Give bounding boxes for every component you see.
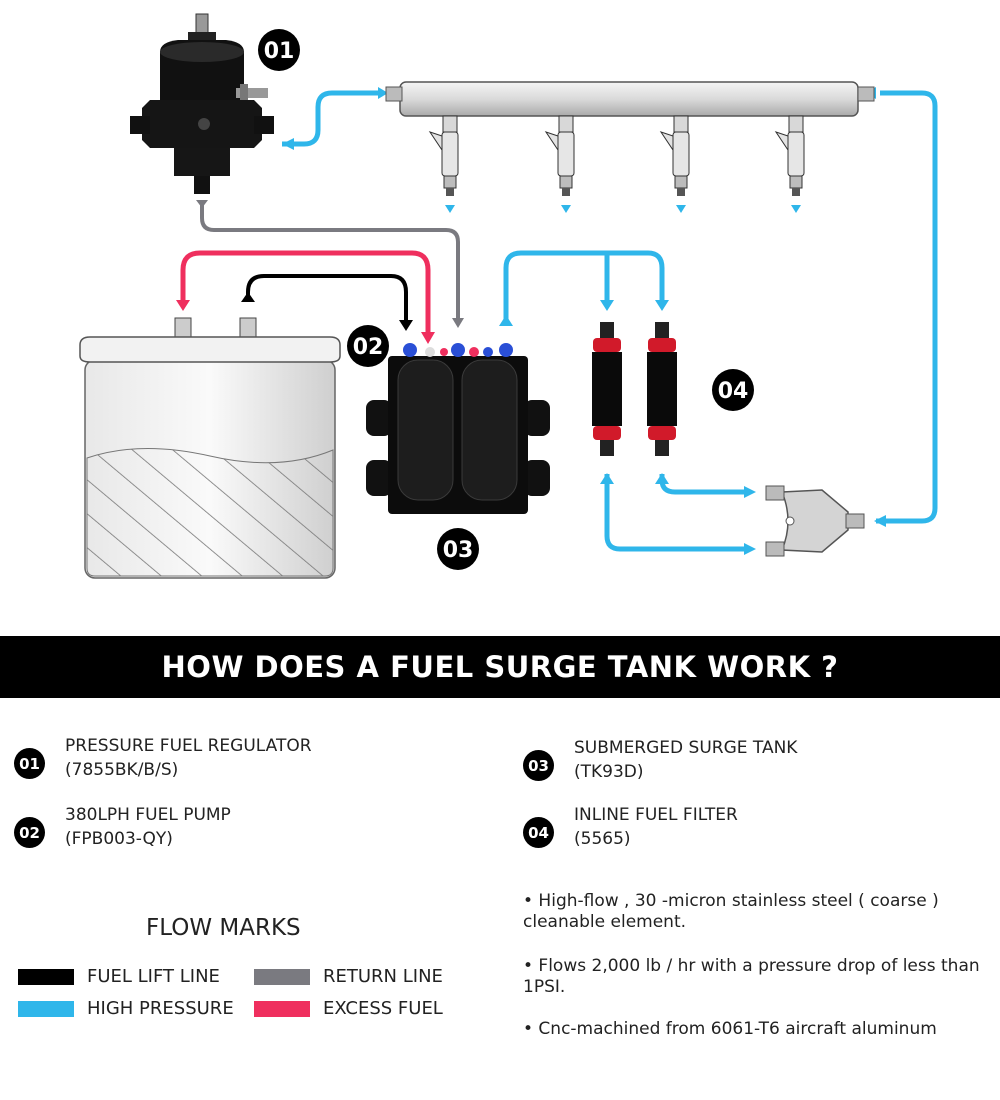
badge-04: 04 [712,369,754,411]
svg-text:01: 01 [264,39,295,64]
flow-mark-high-pressure: HIGH PRESSURE [18,998,234,1019]
flow-mark-label: HIGH PRESSURE [87,998,234,1019]
flow-marks-title: FLOW MARKS [146,915,301,941]
flow-mark-excess-fuel: EXCESS FUEL [254,998,443,1019]
component-number: 03 [523,750,554,781]
return-line-arrow [196,200,208,208]
feature-bullet-1: • High-flow , 30 -micron stainless steel… [523,891,939,932]
fuel-lift-arrow [399,320,413,331]
flow-mark-label: RETURN LINE [323,966,443,987]
component-name: 380LPH FUEL PUMP [65,805,231,825]
flow-mark-label: FUEL LIFT LINE [87,966,220,987]
component-01: 01 PRESSURE FUEL REGULATOR (7855BK/B/S) [14,734,312,782]
fuel-lift-arrow [241,292,255,302]
return-line [200,200,460,322]
component-03: 03 SUBMERGED SURGE TANK (TK93D) [523,736,797,784]
badge-01: 01 [258,29,300,71]
component-name: SUBMERGED SURGE TANK [574,738,798,758]
title-banner: HOW DOES A FUEL SURGE TANK WORK ? [0,636,1000,698]
component-name: INLINE FUEL FILTER [574,805,738,825]
surge-tank [366,343,550,514]
component-04: 04 INLINE FUEL FILTER (5565) [523,803,738,851]
inline-fuel-filters [592,322,677,456]
y-fitting [765,485,865,557]
fuel-rail [385,81,875,117]
component-number: 02 [14,817,45,848]
flow-mark-return: RETURN LINE [254,966,443,987]
svg-text:03: 03 [443,538,474,563]
fuel-lift-line [246,274,408,322]
flow-mark-label: EXCESS FUEL [323,998,443,1019]
component-code: (7855BK/B/S) [65,760,179,780]
excess-fuel-arrow [176,300,190,311]
main-fuel-tank [79,317,341,579]
component-code: (TK93D) [574,762,644,782]
return-line-arrow [452,318,464,328]
component-number: 04 [523,817,554,848]
fuel-system-diagram: 01 02 03 04 [79,13,938,579]
flow-swatch-black [18,968,74,985]
svg-text:04: 04 [718,379,749,404]
pressure-regulator [130,13,274,194]
badge-02: 02 [347,325,389,367]
flow-swatch-blue [18,1000,74,1017]
badge-03: 03 [437,528,479,570]
component-number: 01 [14,748,45,779]
flow-swatch-grey [254,968,310,985]
flow-mark-fuel-lift: FUEL LIFT LINE [18,966,220,987]
banner-title: HOW DOES A FUEL SURGE TANK WORK ? [161,650,839,684]
svg-text:02: 02 [353,335,384,360]
component-02: 02 380LPH FUEL PUMP (FPB003-QY) [14,803,231,851]
component-code: (5565) [574,829,631,849]
fuel-injectors [428,115,805,213]
flow-swatch-red [254,1000,310,1017]
feature-bullet-2: • Flows 2,000 lb / hr with a pressure dr… [523,956,980,997]
component-name: PRESSURE FUEL REGULATOR [65,736,312,756]
feature-bullet-3: • Cnc-machined from 6061-T6 aircraft alu… [523,1019,937,1039]
excess-fuel-arrow [421,332,435,344]
excess-fuel-line [180,250,431,332]
component-code: (FPB003-QY) [65,829,173,849]
high-pressure-arrows [282,87,886,555]
